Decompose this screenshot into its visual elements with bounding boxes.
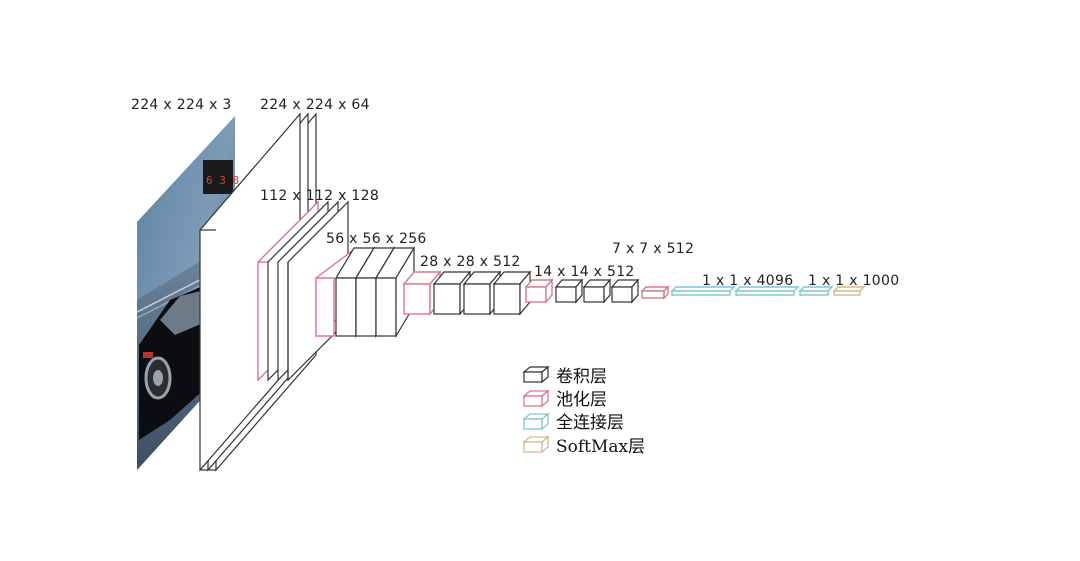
label-input-dims: 224 x 224 x 3 (131, 97, 232, 113)
scoreboard-icon (203, 160, 233, 194)
legend-softmax-label: SoftMax层 (556, 437, 645, 457)
pool5-block (640, 285, 670, 300)
softmax-block (832, 286, 866, 296)
fc2-block (734, 286, 800, 296)
label-softmax-dims: 1 x 1 x 1000 (808, 273, 899, 289)
label-conv5-dims: 14 x 14 x 512 (534, 264, 635, 280)
label-conv4-dims: 28 x 28 x 512 (420, 254, 521, 270)
legend-conv-swatch-icon (522, 365, 550, 384)
legend-softmax-swatch-icon (522, 435, 550, 454)
conv4-block (432, 270, 532, 316)
conv5-block (554, 278, 640, 304)
legend-conv-label: 卷积层 (556, 367, 607, 387)
pool4-block (524, 278, 554, 304)
legend-pool-swatch-icon (522, 389, 550, 408)
legend-fc-swatch-icon (522, 412, 550, 431)
label-fc-dims: 1 x 1 x 4096 (702, 273, 793, 289)
conv2-block (267, 200, 349, 382)
legend-fc-label: 全连接层 (556, 413, 624, 433)
fc1-block (670, 286, 736, 296)
conv3-block (334, 245, 416, 339)
label-pool5-dims: 7 x 7 x 512 (612, 241, 694, 257)
label-conv1-dims: 224 x 224 x 64 (260, 97, 370, 113)
scoreboard-digits: 6 3 8 (206, 174, 239, 187)
legend-pool-label: 池化层 (556, 390, 607, 410)
legend: 卷积层 池化层 全连接层 SoftMax层 (522, 365, 645, 457)
fc3-block (798, 286, 834, 296)
label-conv2-dims: 112 x 112 x 128 (260, 188, 379, 204)
label-conv3-dims: 56 x 56 x 256 (326, 231, 427, 247)
